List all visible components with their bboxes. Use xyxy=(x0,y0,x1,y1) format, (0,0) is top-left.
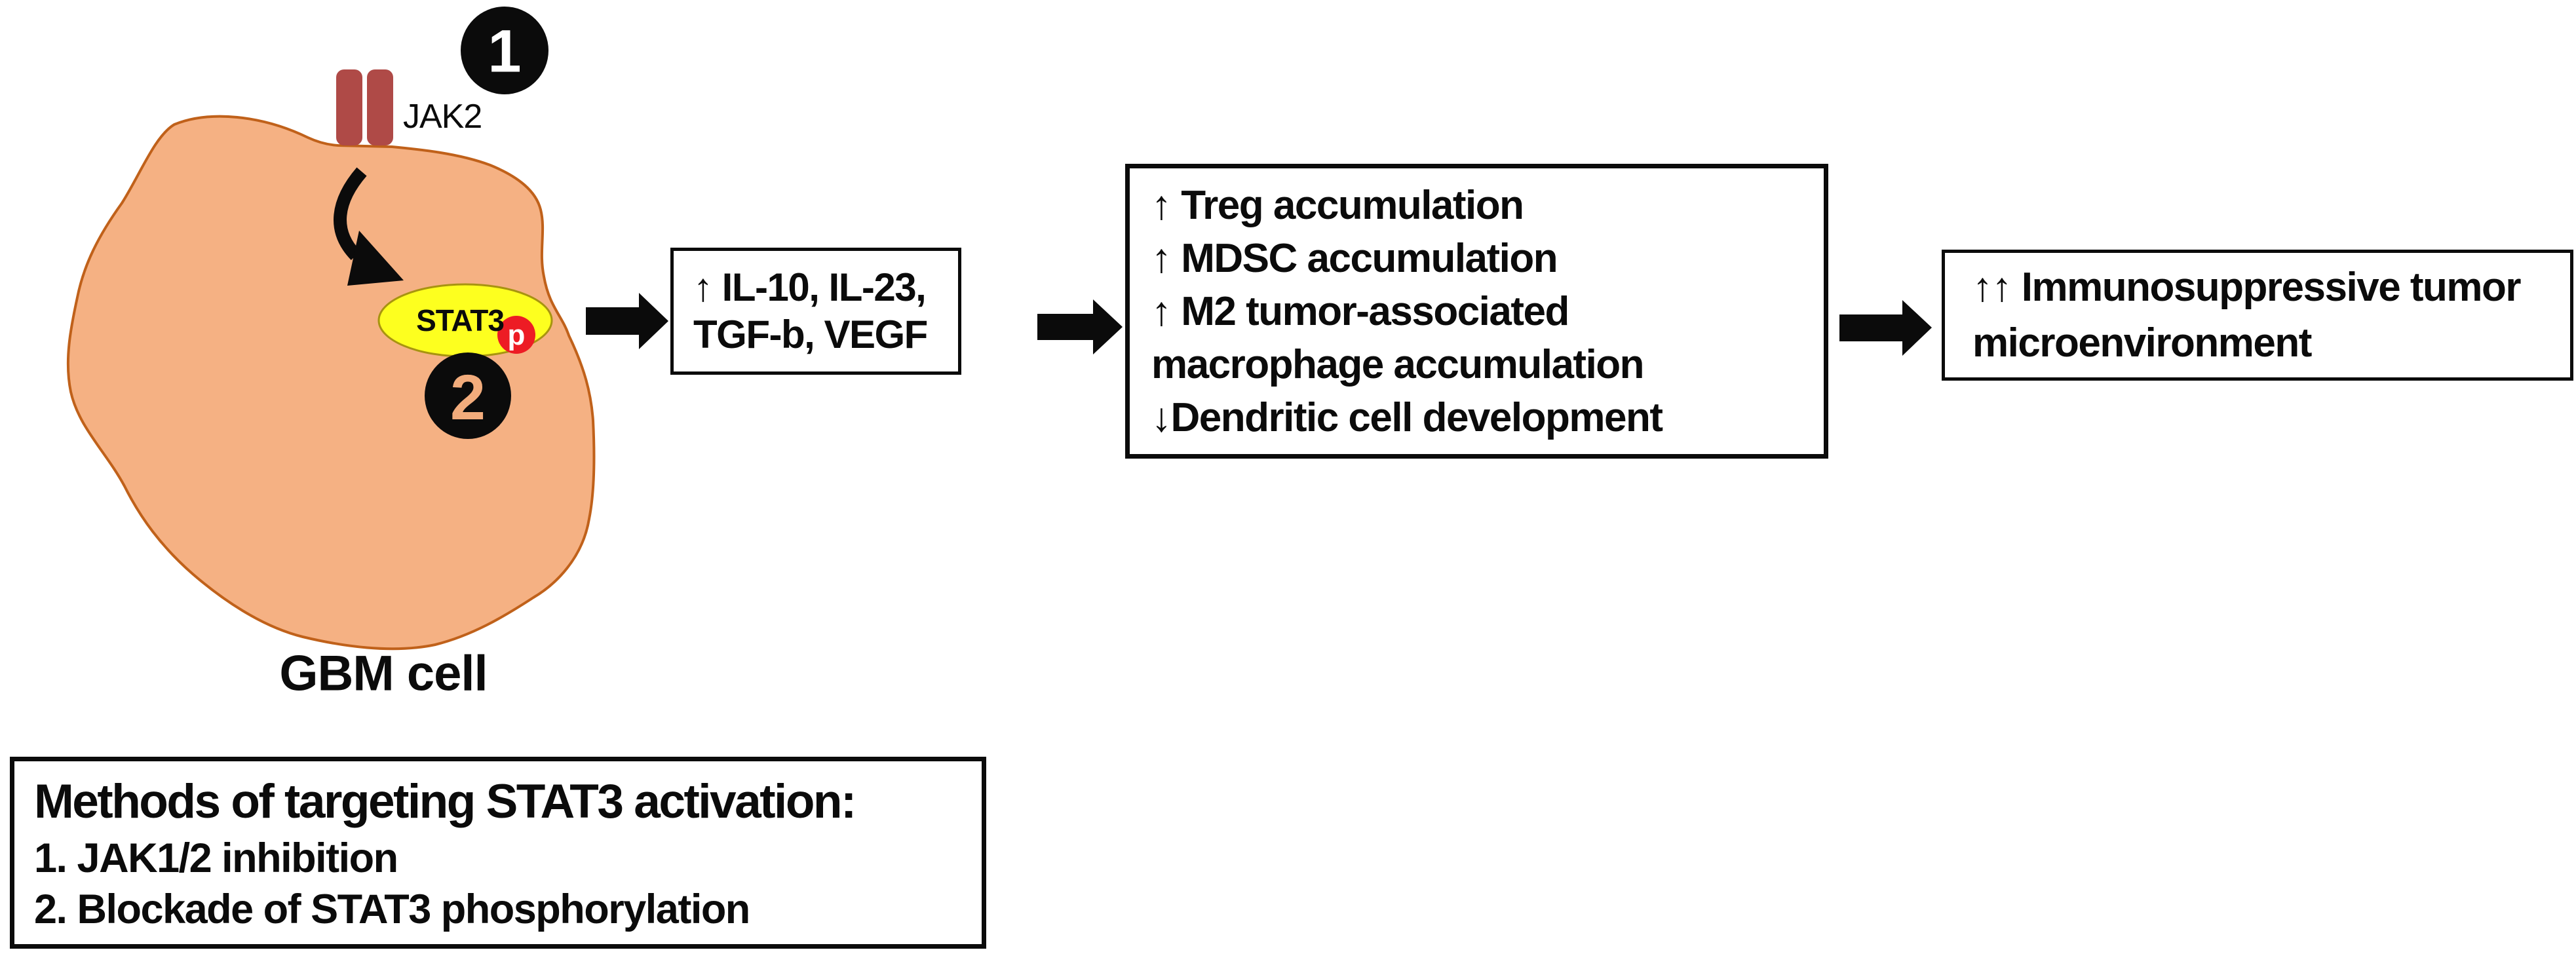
jak2-receptor-bar-left xyxy=(336,69,362,145)
methods-box: Methods of targeting STAT3 activation: 1… xyxy=(10,757,986,949)
jak2-label: JAK2 xyxy=(403,98,482,136)
outcome-line-2: microenvironment xyxy=(1972,320,2312,366)
flow-arrow-1-icon xyxy=(586,293,668,349)
immune-effects-line-5: ↓Dendritic cell development xyxy=(1151,394,1663,440)
methods-item-1: 1. JAK1/2 inhibition xyxy=(34,835,398,881)
immune-effects-line-2: ↑ MDSC accumulation xyxy=(1151,235,1558,281)
step2-badge-circle xyxy=(425,352,511,439)
signal-curved-arrowhead-icon xyxy=(347,231,404,286)
phospho-circle xyxy=(497,316,535,354)
gbm-cell-body xyxy=(66,115,596,651)
immune-effects-line-4: macrophage accumulation xyxy=(1151,341,1645,387)
outcome-line-1: ↑↑ Immunosuppressive tumor xyxy=(1972,265,2522,310)
gbm-cell-label: GBM cell xyxy=(279,645,488,702)
cytokines-line-1: ↑ IL-10, IL-23, xyxy=(693,265,927,309)
jak2-receptor-bar-right xyxy=(367,69,393,145)
step1-badge-circle xyxy=(461,7,548,94)
signal-curved-arrow-icon xyxy=(334,167,367,260)
step1-badge-number: 1 xyxy=(488,18,522,85)
methods-item-2: 2. Blockade of STAT3 phosphorylation xyxy=(34,886,750,932)
cytokines-line-2: TGF-b, VEGF xyxy=(693,313,928,356)
immune-effects-line-3: ↑ M2 tumor-associated xyxy=(1151,288,1569,334)
cytokines-box: ↑ IL-10, IL-23, TGF-b, VEGF xyxy=(670,248,961,375)
stat3-label: STAT3 xyxy=(416,303,505,337)
step2-badge-number: 2 xyxy=(450,362,486,433)
immune-effects-box: ↑ Treg accumulation ↑ MDSC accumulation … xyxy=(1125,164,1828,459)
immune-effects-line-1: ↑ Treg accumulation xyxy=(1151,182,1524,228)
outcome-box: ↑↑ Immunosuppressive tumor microenvironm… xyxy=(1942,250,2573,381)
flow-arrow-3-icon xyxy=(1839,300,1932,356)
phospho-label: p xyxy=(507,319,526,351)
flow-arrow-2-icon xyxy=(1037,299,1123,354)
methods-title: Methods of targeting STAT3 activation: xyxy=(34,775,856,828)
